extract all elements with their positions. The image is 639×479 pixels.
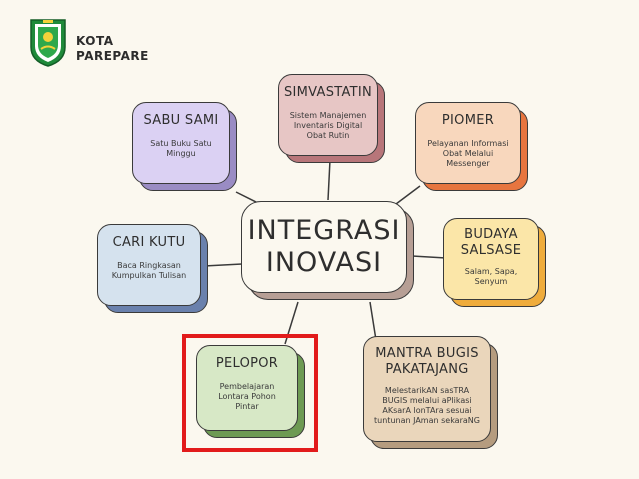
center-title-line1: INTEGRASI [247,215,401,246]
center-title-line2: INOVASI [265,247,383,278]
connector-simvastatin [327,159,331,201]
node-simvastatin: SIMVASTATIN Sistem Manajemen Inventaris … [278,74,385,163]
node-piomer: PIOMER Pelayanan Informasi Obat Melalui … [415,102,528,191]
city-name-line2: PAREPARE [76,49,149,63]
pelopor-highlight-box [182,334,318,452]
center-node-card: INTEGRASI INOVASI [241,201,407,293]
node-pelopor-title: PELOPOR [215,356,279,371]
node-mantra-bugis: MANTRA BUGIS PAKATAJANG MelestarikAN sas… [363,336,498,449]
city-name-line1: KOTA [76,34,114,48]
node-cari-kutu: CARI KUTU Baca Ringkasan Kumpulkan Tulis… [97,224,208,313]
node-pelopor: PELOPOR Pembelajaran Lontara Pohon Pinta… [196,345,305,438]
node-mantra-bugis-title: MANTRA BUGIS PAKATAJANG [375,346,479,377]
node-piomer-title: PIOMER [441,113,495,128]
connector-piomer [395,185,421,205]
parepare-emblem-icon [29,17,67,67]
node-piomer-desc: Pelayanan Informasi Obat Melalui Messeng… [427,139,509,168]
node-cari-kutu-desc: Baca Ringkasan Kumpulkan Tulisan [111,261,187,280]
node-budaya-salsase-title: BUDAYA SALSASE [460,227,522,258]
city-name: KOTA PAREPARE [76,34,149,64]
center-node: INTEGRASI INOVASI [241,201,414,300]
node-cari-kutu-title: CARI KUTU [112,235,186,250]
connector-cari [203,263,243,267]
node-sabu-sami-desc: Satu Buku Satu Minggu [150,139,212,158]
node-pelopor-desc: Pembelajaran Lontara Pohon Pintar [218,382,276,411]
connector-mantra [369,301,377,341]
node-simvastatin-title: SIMVASTATIN [283,85,373,100]
node-budaya-salsase-desc: Salam, Sapa, Senyum [464,267,518,286]
node-sabu-sami: SABU SAMI Satu Buku Satu Minggu [132,102,237,191]
node-mantra-bugis-desc: MelestarikAN sasTRA BUGIS melalui aPlika… [374,386,480,425]
node-sabu-sami-title: SABU SAMI [143,113,219,128]
connector-budaya [411,255,447,259]
node-budaya-salsase: BUDAYA SALSASE Salam, Sapa, Senyum [443,218,546,307]
node-simvastatin-desc: Sistem Manajemen Inventaris Digital Obat… [289,111,367,140]
